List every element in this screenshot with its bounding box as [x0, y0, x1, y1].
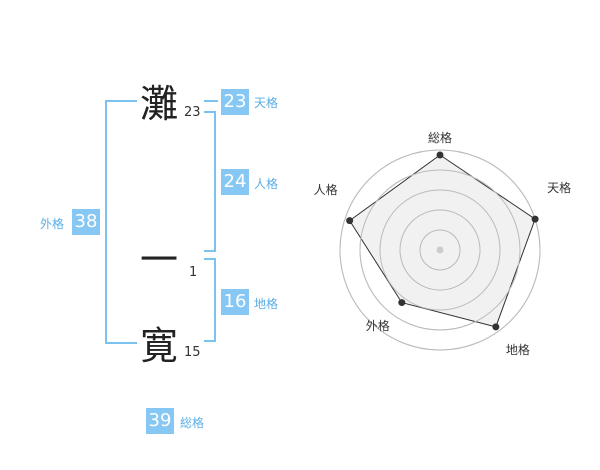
soukaku-value: 39 — [146, 408, 174, 434]
name-char-1: 灘 — [140, 82, 179, 126]
jinkaku-bracket — [204, 111, 216, 252]
tenkaku-label: 天格 — [254, 96, 279, 110]
tenkaku-bracket — [204, 100, 218, 102]
radar-polygon — [348, 154, 536, 328]
radar-point-4 — [398, 299, 406, 307]
radar-ring-overlay — [379, 189, 501, 311]
chikaku-value: 16 — [221, 289, 249, 315]
chikaku-label: 地格 — [254, 297, 279, 311]
radar-series — [339, 149, 541, 351]
radar-axis-label-1: 総格 — [428, 131, 453, 145]
radar-center — [436, 246, 444, 254]
radar-ring-overlay — [339, 149, 541, 351]
chikaku-bracket — [204, 258, 216, 342]
radar-axis-label-3: 地格 — [505, 342, 530, 357]
name-char-2: 一 — [140, 238, 179, 282]
tenkaku-value: 23 — [221, 89, 249, 115]
jinkaku-value: 24 — [221, 169, 249, 195]
stroke-count-1: 23 — [184, 105, 201, 120]
radar-axis-label-2: 天格 — [547, 181, 572, 196]
radar-point-5 — [346, 217, 354, 225]
radar-axis-label-4: 外格 — [365, 318, 390, 333]
radar-point-1 — [436, 151, 444, 159]
gaikaku-value: 38 — [72, 209, 100, 235]
soukaku-label: 総格 — [180, 416, 205, 430]
stroke-count-2: 1 — [189, 265, 198, 280]
radar-ring-overlay — [359, 169, 521, 331]
name-char-3: 寛 — [140, 324, 179, 368]
radar-ring-overlay — [419, 229, 461, 271]
gaikaku-bracket — [105, 100, 137, 344]
jinkaku-label: 人格 — [254, 177, 279, 191]
radar-point-2 — [531, 215, 539, 223]
radar-axis-label-5: 人格 — [313, 182, 338, 197]
gaikaku-label: 外格 — [40, 217, 65, 231]
radar-ring-overlay — [399, 209, 481, 291]
stroke-count-3: 15 — [184, 345, 201, 360]
radar-point-3 — [492, 323, 500, 331]
